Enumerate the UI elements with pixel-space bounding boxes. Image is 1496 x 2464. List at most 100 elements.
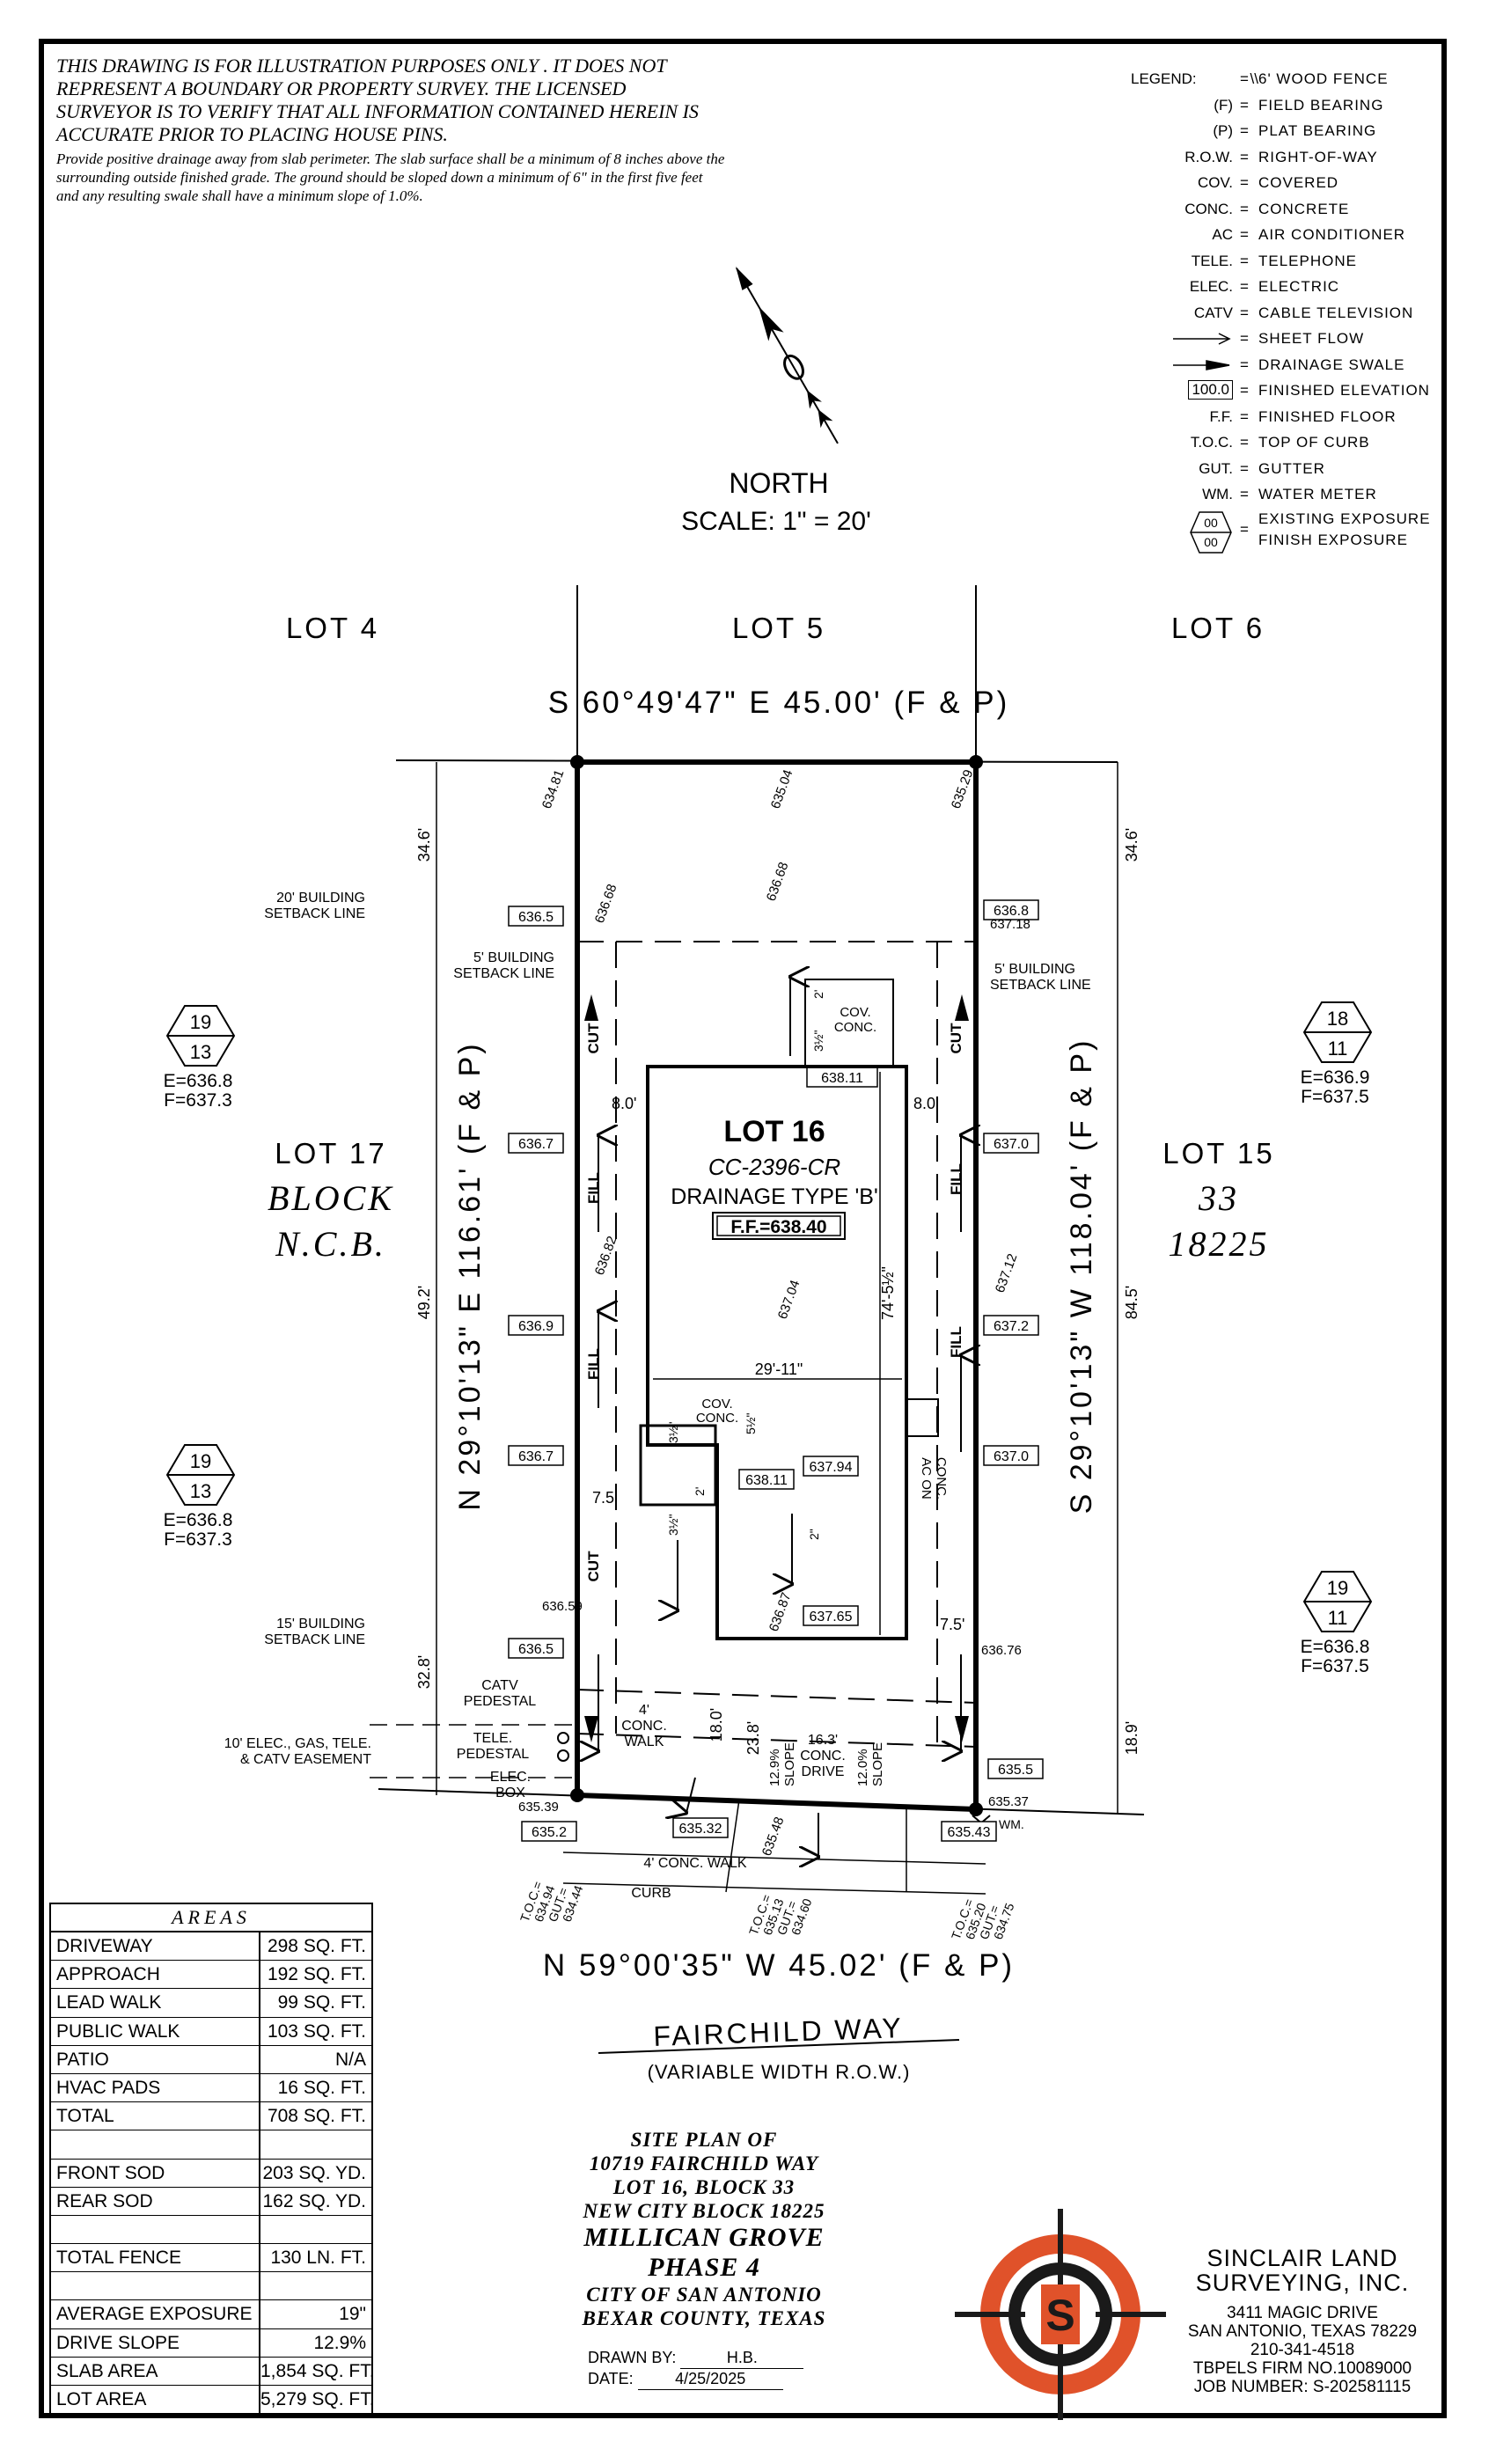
legend-description: DRAINAGE SWALE bbox=[1258, 356, 1405, 373]
legend-equals: = bbox=[1240, 96, 1249, 114]
cc-number: CC-2396-CR bbox=[708, 1154, 840, 1180]
elevation-value: 636.9 bbox=[518, 1319, 554, 1334]
spot-elevation: 637.12 bbox=[993, 1251, 1021, 1294]
dim-width: 29'-11" bbox=[755, 1360, 803, 1378]
legend-equals: = bbox=[1240, 148, 1249, 165]
exposure-finish: F=637.5 bbox=[1301, 1087, 1369, 1107]
legend-equals: = bbox=[1240, 200, 1249, 217]
elevation-box bbox=[983, 1315, 1039, 1336]
elevation-box bbox=[941, 1821, 997, 1842]
company-name-2: SURVEYING, INC. bbox=[1195, 2270, 1410, 2296]
legend-symbol: CONC. bbox=[1184, 200, 1233, 217]
exposure-top: 19 bbox=[190, 1450, 211, 1472]
legend-row: =SHEET FLOW bbox=[1104, 326, 1456, 353]
disclaimer-note: THIS DRAWING IS FOR ILLUSTRATION PURPOSE… bbox=[56, 55, 725, 205]
elevation-box bbox=[987, 1758, 1044, 1779]
drive-label-3: DRIVE bbox=[802, 1764, 845, 1779]
elevation-box bbox=[672, 1817, 729, 1838]
areas-value bbox=[260, 2216, 371, 2243]
elevation-box bbox=[803, 1456, 859, 1477]
areas-label: AVERAGE EXPOSURE bbox=[51, 2300, 260, 2328]
block-label: BLOCK bbox=[268, 1178, 394, 1218]
ncb-label: N.C.B. bbox=[275, 1224, 386, 1264]
areas-row bbox=[51, 2272, 371, 2301]
cut-marker: CUT bbox=[948, 1023, 964, 1054]
drawn-by-label: DRAWN BY: bbox=[588, 2349, 677, 2366]
legend-symbol: 100.0 bbox=[1188, 380, 1233, 400]
water-meter-label: WM. bbox=[999, 1817, 1024, 1831]
elevation-box bbox=[983, 1445, 1039, 1466]
exposure-existing: E=636.8 bbox=[164, 1510, 233, 1530]
setback-20-label: 20' BUILDING bbox=[276, 891, 365, 906]
legend-symbol: TELE. bbox=[1191, 252, 1233, 269]
legend-equals: = bbox=[1240, 70, 1249, 87]
legend-description: GUTTER bbox=[1258, 459, 1325, 477]
elevation-value: 636.5 bbox=[518, 910, 554, 925]
elevation-value: 637.0 bbox=[994, 1137, 1029, 1152]
tele-pedestal-icon bbox=[557, 1749, 569, 1762]
legend-symbol: R.O.W. bbox=[1184, 148, 1233, 165]
spot-elevation: 635.29 bbox=[949, 767, 977, 810]
legend-equals: = bbox=[1240, 278, 1249, 295]
dim-3-5-front: 3½" bbox=[666, 1422, 680, 1443]
slope-left-2: SLOPE bbox=[782, 1742, 797, 1786]
exposure-existing: E=636.8 bbox=[164, 1071, 233, 1091]
legend-row: (F)=FIELD BEARING bbox=[1104, 93, 1456, 120]
areas-value: 16 SQ. FT. bbox=[277, 2077, 366, 2098]
exposure-finish: F=637.5 bbox=[1301, 1656, 1369, 1676]
tele-label: TELE. bbox=[473, 1731, 512, 1746]
legend: LEGEND:\\=6' WOOD FENCE(F)=FIELD BEARING… bbox=[1104, 67, 1456, 554]
setback-20-label-2: SETBACK LINE bbox=[264, 906, 365, 921]
legend-equals: = bbox=[1240, 304, 1249, 321]
exposure-bottom: 13 bbox=[190, 1041, 211, 1063]
areas-value: 192 SQ. FT. bbox=[267, 1964, 366, 1985]
title-line-7: CITY OF SAN ANTONIO bbox=[586, 2284, 822, 2306]
legend-finish-exposure: FINISH EXPOSURE bbox=[1258, 531, 1408, 548]
areas-value: 5,279 SQ. FT. bbox=[260, 2389, 375, 2409]
exposure-hexagon bbox=[165, 1005, 236, 1067]
legend-row: =DRAINAGE SWALE bbox=[1104, 353, 1456, 379]
spot-elevation: 635.48 bbox=[759, 1815, 788, 1858]
legend-description: FIELD BEARING bbox=[1258, 96, 1384, 114]
legend-symbol: \\ bbox=[1250, 70, 1258, 87]
scale-label: SCALE: 1" = 20' bbox=[681, 507, 871, 536]
drive-label: 16.3' bbox=[808, 1733, 838, 1748]
cov-conc-front-2: CONC. bbox=[696, 1411, 738, 1426]
drawn-by-block: DRAWN BY: H.B. DATE: 4/25/2025 bbox=[588, 2348, 804, 2390]
legend-description: CONCRETE bbox=[1258, 200, 1350, 217]
legend-row: COV.=COVERED bbox=[1104, 171, 1456, 197]
legend-equals: = bbox=[1240, 226, 1249, 243]
areas-label bbox=[51, 2272, 260, 2300]
spot-elevation: 637.04 bbox=[775, 1278, 803, 1321]
legend-description: FINISHED ELEVATION bbox=[1258, 382, 1430, 399]
legend-description: ELECTRIC bbox=[1258, 278, 1340, 295]
areas-label bbox=[51, 2215, 260, 2244]
dim-3-5-rear: 3½" bbox=[811, 1030, 825, 1052]
catv-label-2: PEDESTAL bbox=[464, 1694, 537, 1709]
dim-23-8: 23.8' bbox=[744, 1721, 762, 1755]
easement-label: 10' ELEC., GAS, TELE. bbox=[224, 1736, 371, 1751]
elevation-value: 637.65 bbox=[810, 1610, 853, 1624]
areas-value: 12.9% bbox=[313, 2332, 366, 2353]
areas-label: LEAD WALK bbox=[51, 1989, 260, 2017]
spot-elevation: 636.68 bbox=[764, 860, 792, 903]
areas-value: 130 LN. FT. bbox=[270, 2248, 366, 2269]
elevation-box bbox=[803, 1605, 859, 1626]
legend-row: R.O.W.=RIGHT-OF-WAY bbox=[1104, 145, 1456, 172]
legend-description: CABLE TELEVISION bbox=[1258, 304, 1414, 321]
areas-value: N/A bbox=[334, 2049, 366, 2070]
elevation-box bbox=[983, 1133, 1039, 1154]
drawn-by-value: H.B. bbox=[680, 2348, 804, 2369]
title-line-8: BEXAR COUNTY, TEXAS bbox=[582, 2307, 826, 2329]
legend-description: 6' WOOD FENCE bbox=[1258, 70, 1389, 87]
legend-label: LEGEND: bbox=[1131, 70, 1197, 87]
elec-label: ELEC. bbox=[490, 1770, 531, 1785]
slope-left: 12.9% bbox=[767, 1749, 782, 1786]
areas-label: DRIVE SLOPE bbox=[51, 2328, 260, 2357]
